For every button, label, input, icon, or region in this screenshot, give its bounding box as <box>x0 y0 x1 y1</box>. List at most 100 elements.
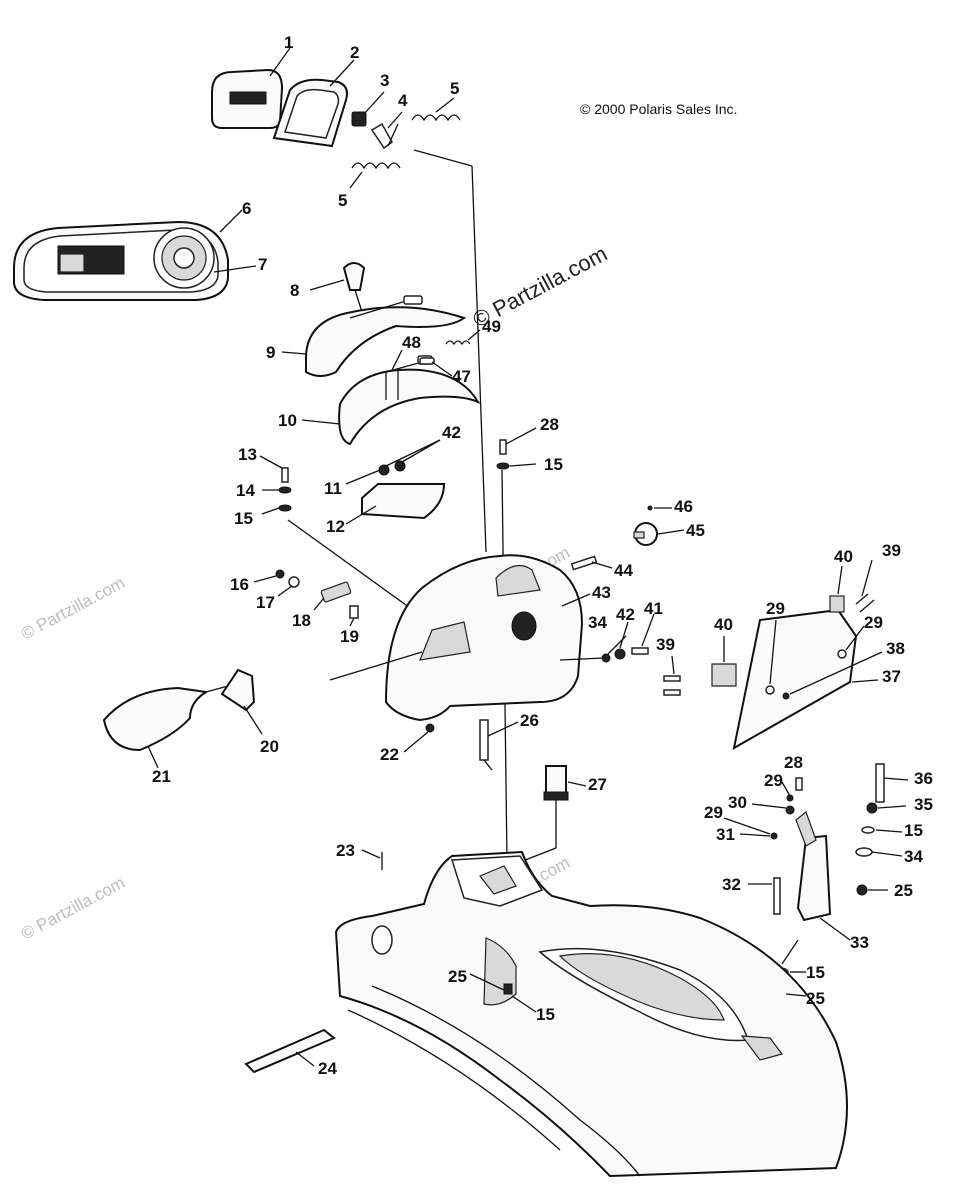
callout-9: 9 <box>266 343 275 362</box>
callout-18: 18 <box>292 611 311 630</box>
watermark-left-1: © Partzilla.com <box>18 573 128 644</box>
callout-48: 48 <box>402 333 421 352</box>
part-36-stud <box>875 763 885 803</box>
part-39-screws-right <box>855 593 875 613</box>
callout-13: 13 <box>238 445 257 464</box>
callout-43: 43 <box>592 583 611 602</box>
callout-15-left: 15 <box>234 509 253 528</box>
copyright-notice: © 2000 Polaris Sales Inc. <box>580 101 737 117</box>
callout-29-right: 29 <box>864 613 883 632</box>
part-47-connector <box>419 357 435 365</box>
callout-29-panel: 29 <box>766 599 785 618</box>
part-41-bolt <box>631 647 649 655</box>
part-46-pin <box>647 505 653 511</box>
callout-5-lower: 5 <box>338 191 347 210</box>
part-43-console <box>384 554 584 722</box>
cable-line <box>471 165 487 553</box>
callout-21: 21 <box>152 767 171 786</box>
callout-labels: 1 2 3 4 5 5 6 7 8 9 10 11 12 13 14 15 16… <box>147 33 933 1078</box>
callout-7: 7 <box>258 255 267 274</box>
part-15-washer-top <box>496 462 510 470</box>
callout-45: 45 <box>686 521 705 540</box>
callout-42-bar: 42 <box>442 423 461 442</box>
callout-28-lower: 28 <box>784 753 803 772</box>
part-17-washer <box>288 576 300 588</box>
part-15-washer-right <box>861 826 875 834</box>
callout-25-bottom: 25 <box>806 989 825 1008</box>
callout-29-bottom: 29 <box>704 803 723 822</box>
callout-22: 22 <box>380 745 399 764</box>
callout-27: 27 <box>588 775 607 794</box>
part-20-mirror-mount <box>220 668 256 712</box>
callout-37: 37 <box>882 667 901 686</box>
part-3-clip <box>351 111 367 127</box>
callout-33: 33 <box>850 933 869 952</box>
callout-2: 2 <box>350 43 359 62</box>
callout-31: 31 <box>716 825 735 844</box>
part-31-nut <box>770 832 778 840</box>
part-24-trim-strip <box>244 1028 336 1074</box>
callout-32: 32 <box>722 875 741 894</box>
part-8-knob <box>342 262 366 313</box>
callout-30: 30 <box>728 793 747 812</box>
callout-19: 19 <box>340 627 359 646</box>
callout-34-right: 34 <box>904 847 923 866</box>
part-49-spring <box>445 340 471 346</box>
mirror-stem <box>205 685 229 693</box>
callout-15-right: 15 <box>904 821 923 840</box>
callout-44: 44 <box>614 561 633 580</box>
callout-29-lower: 29 <box>764 771 783 790</box>
callout-47: 47 <box>452 367 471 386</box>
callout-16: 16 <box>230 575 249 594</box>
part-5-spring-lower <box>351 162 401 170</box>
part-44-screw <box>570 555 598 571</box>
hull-deck <box>334 850 848 1178</box>
part-21-mirror <box>102 686 209 752</box>
callout-28-top: 28 <box>540 415 559 434</box>
callout-24: 24 <box>318 1059 337 1078</box>
hardware-line <box>781 939 799 965</box>
callout-34-console: 34 <box>588 613 607 632</box>
callout-35: 35 <box>914 795 933 814</box>
part-6-instrument-cluster <box>13 220 229 301</box>
part-27-throttle-housing <box>519 765 569 863</box>
part-32-bolt <box>773 877 781 915</box>
part-25-nut-right <box>856 884 868 896</box>
part-35-nut <box>866 802 878 814</box>
callout-46: 46 <box>674 497 693 516</box>
part-5-spring-upper <box>411 114 461 122</box>
callout-15-shaft: 15 <box>544 455 563 474</box>
callout-14: 14 <box>236 481 255 500</box>
part-11-nut <box>378 460 406 476</box>
part-26-cable-end <box>479 719 493 771</box>
mirror-line <box>329 651 423 681</box>
callout-4: 4 <box>398 91 408 110</box>
callout-49: 49 <box>482 317 501 336</box>
part-40-bracket-right <box>829 595 845 613</box>
callout-15-bottom: 15 <box>806 963 825 982</box>
part-28-bolt <box>499 439 507 455</box>
part-12-plate <box>361 483 446 520</box>
part-1-switch-housing <box>211 68 284 129</box>
callout-6: 6 <box>242 199 251 218</box>
part-9-cover <box>305 295 467 377</box>
callout-10: 10 <box>278 411 297 430</box>
callout-25-right: 25 <box>894 881 913 900</box>
hardware-line <box>287 519 425 619</box>
callout-5-upper: 5 <box>450 79 459 98</box>
part-16-nut <box>275 569 285 579</box>
part-37-side-panel <box>732 608 858 750</box>
part-18-bracket <box>320 581 352 603</box>
part-29-washer-panel <box>765 685 775 695</box>
callout-36: 36 <box>914 769 933 788</box>
callout-17: 17 <box>256 593 275 612</box>
callout-39-right: 39 <box>882 541 901 560</box>
callout-12: 12 <box>326 517 345 536</box>
part-19-screw <box>349 605 359 619</box>
callout-26: 26 <box>520 711 539 730</box>
part-2-bezel <box>272 78 348 148</box>
callout-20: 20 <box>260 737 279 756</box>
part-42-nut <box>614 648 626 660</box>
part-30-washer <box>785 805 795 815</box>
